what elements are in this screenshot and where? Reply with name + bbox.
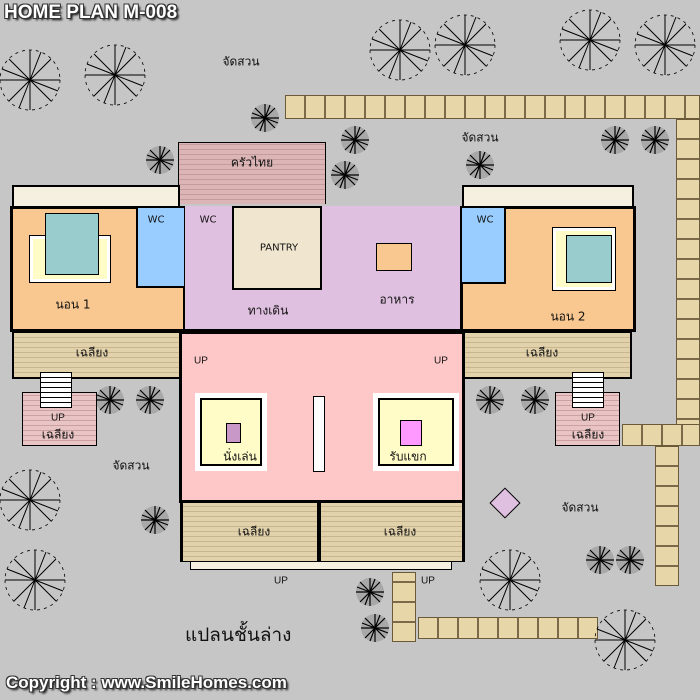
label-corridor: ทางเดิน: [247, 303, 289, 318]
label-veranda-bottom-right: เฉลียง: [383, 524, 417, 539]
up-entry-right: UP: [581, 412, 595, 424]
label-dining: อาหาร: [379, 292, 415, 307]
step-bottom: [190, 561, 452, 570]
plan-title: แปลนชั้นล่าง: [185, 624, 292, 646]
stairs-left: [40, 372, 72, 408]
label-wc-1: WC: [147, 214, 165, 226]
veranda-bottom-right: [318, 500, 465, 562]
up-entry-left: UP: [51, 412, 65, 424]
veranda-right: [462, 331, 632, 379]
label-kitchen: ครัวไทย: [230, 155, 274, 170]
family-rug: [195, 393, 267, 471]
up-bottom-left: UP: [274, 575, 288, 587]
label-family: นั่งเล่น: [223, 449, 257, 464]
up-living-right: UP: [434, 355, 448, 367]
copyright: Copyright : www.SmileHomes.com: [6, 673, 287, 692]
label-veranda-bottom-left: เฉลียง: [237, 524, 271, 539]
label-wc-2: WC: [199, 214, 217, 226]
living-table: [400, 420, 422, 446]
label-living: รับแขก: [389, 449, 427, 464]
bed-1: [30, 213, 110, 282]
garden-path: [285, 95, 700, 119]
up-living-left: UP: [194, 355, 208, 367]
label-veranda-right: เฉลียง: [525, 345, 559, 360]
top-terrace-right: [462, 185, 634, 209]
family-table: [226, 423, 241, 443]
bed-2: [553, 228, 615, 290]
label-wc-3: WC: [476, 214, 494, 226]
veranda-left: [12, 331, 182, 379]
label-garden-4: จัดสวน: [561, 500, 599, 515]
garden-path: [392, 572, 416, 642]
room-wc-3: [460, 206, 506, 284]
label-bedroom-1: นอน 1: [55, 297, 91, 312]
stairs-right: [572, 372, 604, 408]
garden-path: [676, 119, 700, 439]
page-title: HOME PLAN M-008: [4, 2, 178, 23]
label-entry-left: เฉลียง: [41, 427, 75, 442]
label-garden-3: จัดสวน: [112, 458, 150, 473]
label-garden-1: จัดสวน: [222, 54, 260, 69]
label-entry-right: เฉลียง: [571, 427, 605, 442]
label-bedroom-2: นอน 2: [550, 309, 586, 324]
label-garden-2: จัดสวน: [461, 130, 499, 145]
room-wc-1: [136, 206, 186, 288]
garden-path: [655, 446, 679, 586]
room-kitchen: [178, 142, 326, 204]
tv-cabinet: [313, 396, 325, 472]
label-veranda-left: เฉลียง: [75, 345, 109, 360]
tree-icon: [0, 49, 61, 111]
label-pantry: PANTRY: [259, 242, 299, 254]
room-dining-corridor: [185, 206, 462, 332]
up-bottom-right: UP: [421, 575, 435, 587]
dining-table: [376, 243, 412, 271]
room-pantry-overlay: [232, 206, 322, 290]
